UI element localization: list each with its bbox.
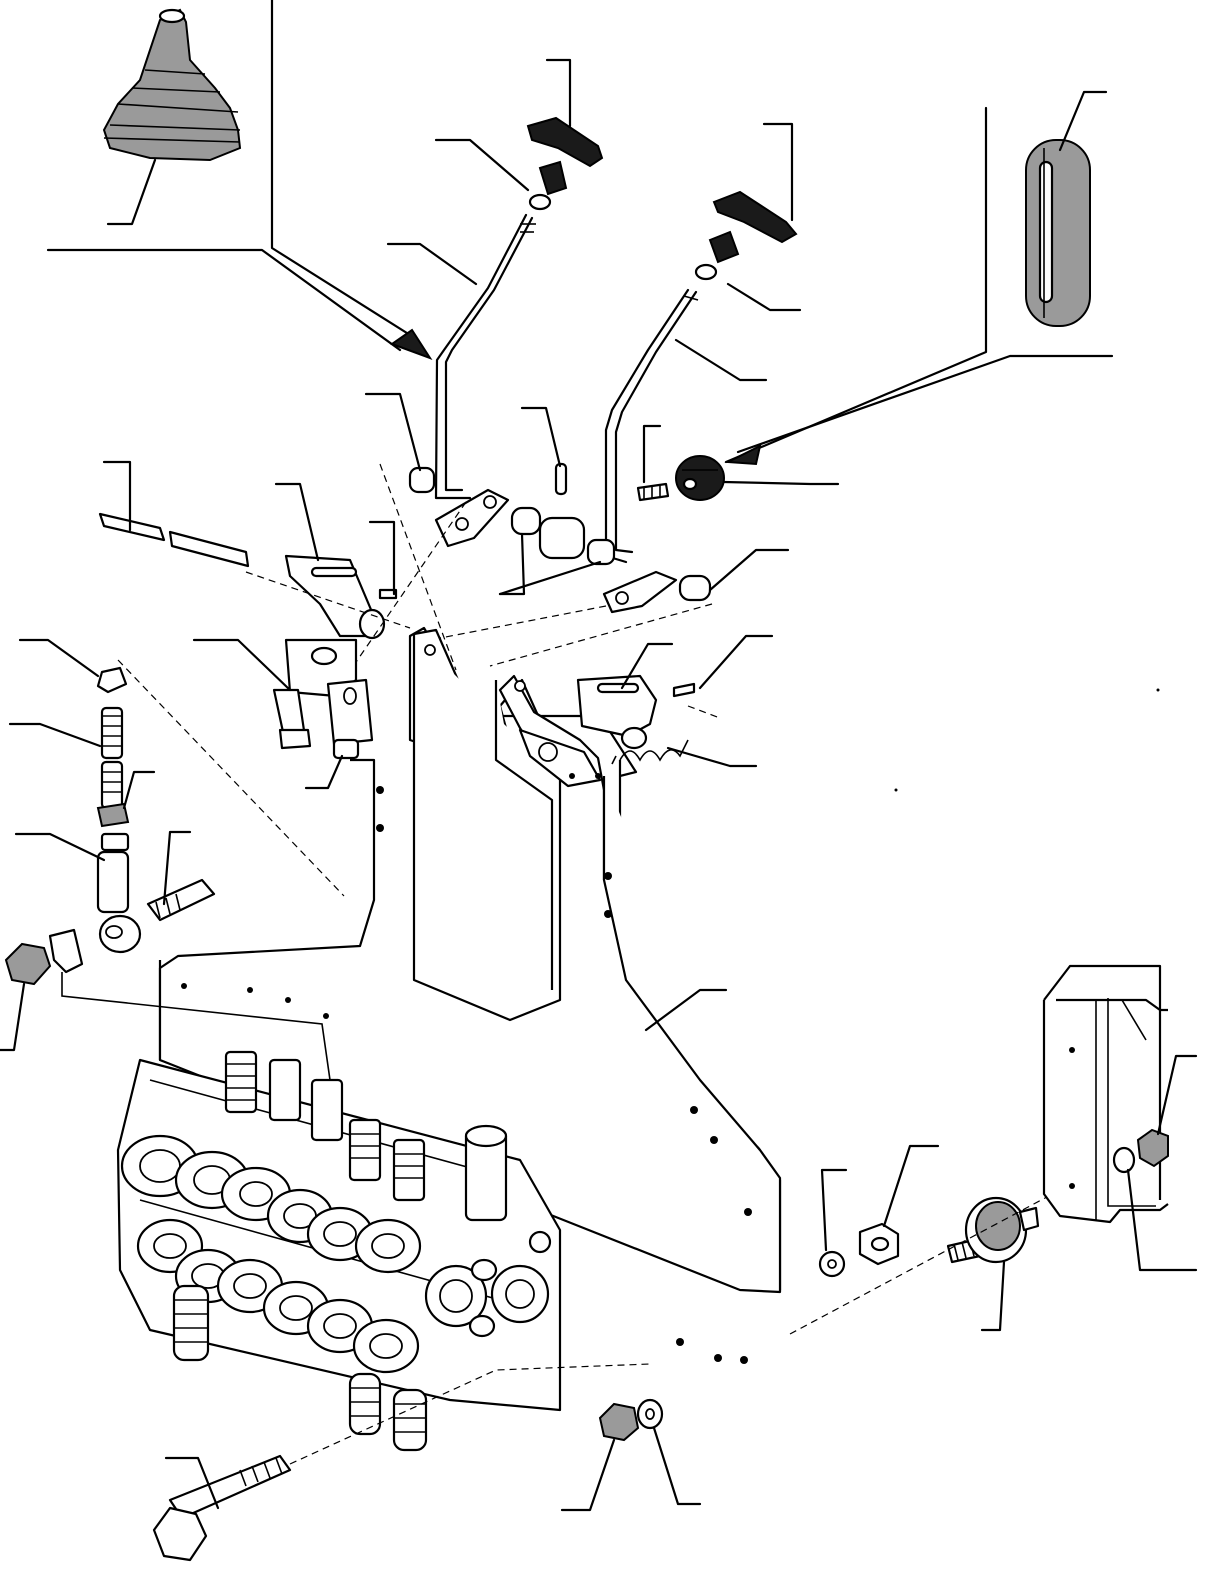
cover-plate <box>1042 964 1169 1224</box>
callout-leader-mount-hardware <box>820 1144 940 1252</box>
callout-leader-round-knob <box>642 424 840 486</box>
link-rod-assembly <box>4 666 216 986</box>
callout-leader-left-lever <box>386 242 478 286</box>
callout-leader-frame <box>644 988 728 1032</box>
nut-washer-bottom <box>598 1398 664 1442</box>
callout-leader-gaiter <box>724 90 1114 466</box>
callout-leader-link-rod <box>0 638 331 1081</box>
callout-leader-boot <box>106 158 157 226</box>
callout-leader-cover <box>894 688 1198 1272</box>
callout-leader-bracket-left <box>274 482 396 596</box>
assembly-dashed-lines <box>117 463 721 897</box>
callout-leader-right-lever <box>674 338 768 382</box>
control-valve-block <box>116 1050 562 1452</box>
clevis-bracket <box>272 638 374 760</box>
callout-leader-clevis <box>192 638 344 790</box>
oval-gaiter <box>1025 139 1091 327</box>
callout-leader-left-knob <box>434 58 572 192</box>
lever-knob-right <box>694 190 798 281</box>
callout-leader-right-knob <box>726 122 802 312</box>
joystick-rubber-boot <box>102 8 242 162</box>
lever-knob-left <box>526 116 604 211</box>
pointer-lines-top <box>46 0 433 360</box>
long-bolt <box>152 1363 651 1562</box>
round-knob <box>636 455 725 502</box>
callout-leader-nut-bottom <box>560 1426 702 1512</box>
lever-bracket-left <box>284 554 398 640</box>
mount-hardware <box>818 1222 900 1278</box>
lever-bracket-right <box>576 674 696 765</box>
control-lever-left <box>434 213 536 548</box>
rubber-mount <box>789 1189 1061 1335</box>
control-lever-right <box>602 288 699 614</box>
callout-leader-bracket-right <box>620 634 774 768</box>
callout-leader-bolt <box>164 1456 220 1510</box>
callout-leader-pivot <box>102 392 790 596</box>
pivot-parts <box>98 462 712 602</box>
callout-leader-rubber-mount <box>980 1260 1006 1332</box>
